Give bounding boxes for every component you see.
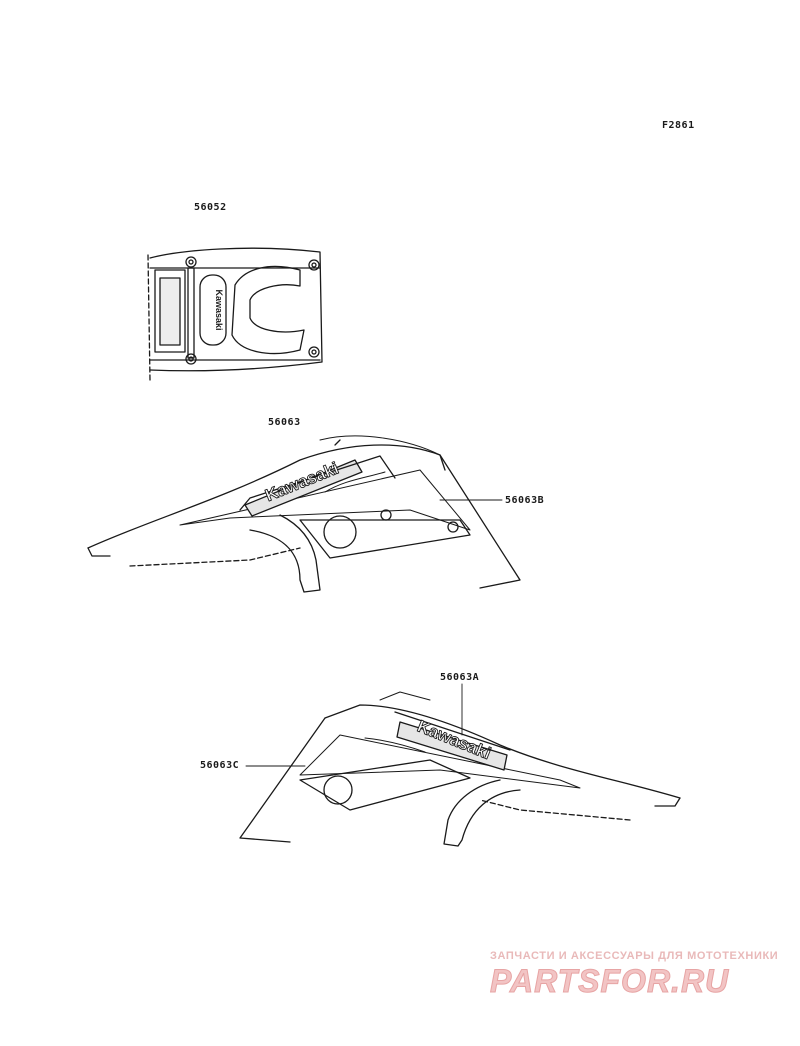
- part-number-56052: 56052: [194, 202, 227, 213]
- part-number-56063B: 56063B: [505, 495, 545, 506]
- carrier-decal-drawing: Kawasaki: [147, 247, 323, 381]
- right-fender-drawing: Kawasaki: [87, 435, 521, 593]
- part-number-56063A: 56063A: [440, 672, 480, 683]
- watermark-logo: PARTSFOR.RU: [489, 963, 730, 1000]
- part-number-56063C: 56063C: [200, 760, 240, 771]
- part-number-56063: 56063: [268, 417, 301, 428]
- left-fender-drawing: Kawasaki: [239, 691, 681, 847]
- watermark-tagline: ЗАПЧАСТИ И АКСЕССУАРЫ ДЛЯ МОТОТЕХНИКИ: [490, 950, 779, 962]
- carrier-decal-brand-text: Kawasaki: [214, 289, 224, 330]
- figure-code: F2861: [662, 120, 695, 131]
